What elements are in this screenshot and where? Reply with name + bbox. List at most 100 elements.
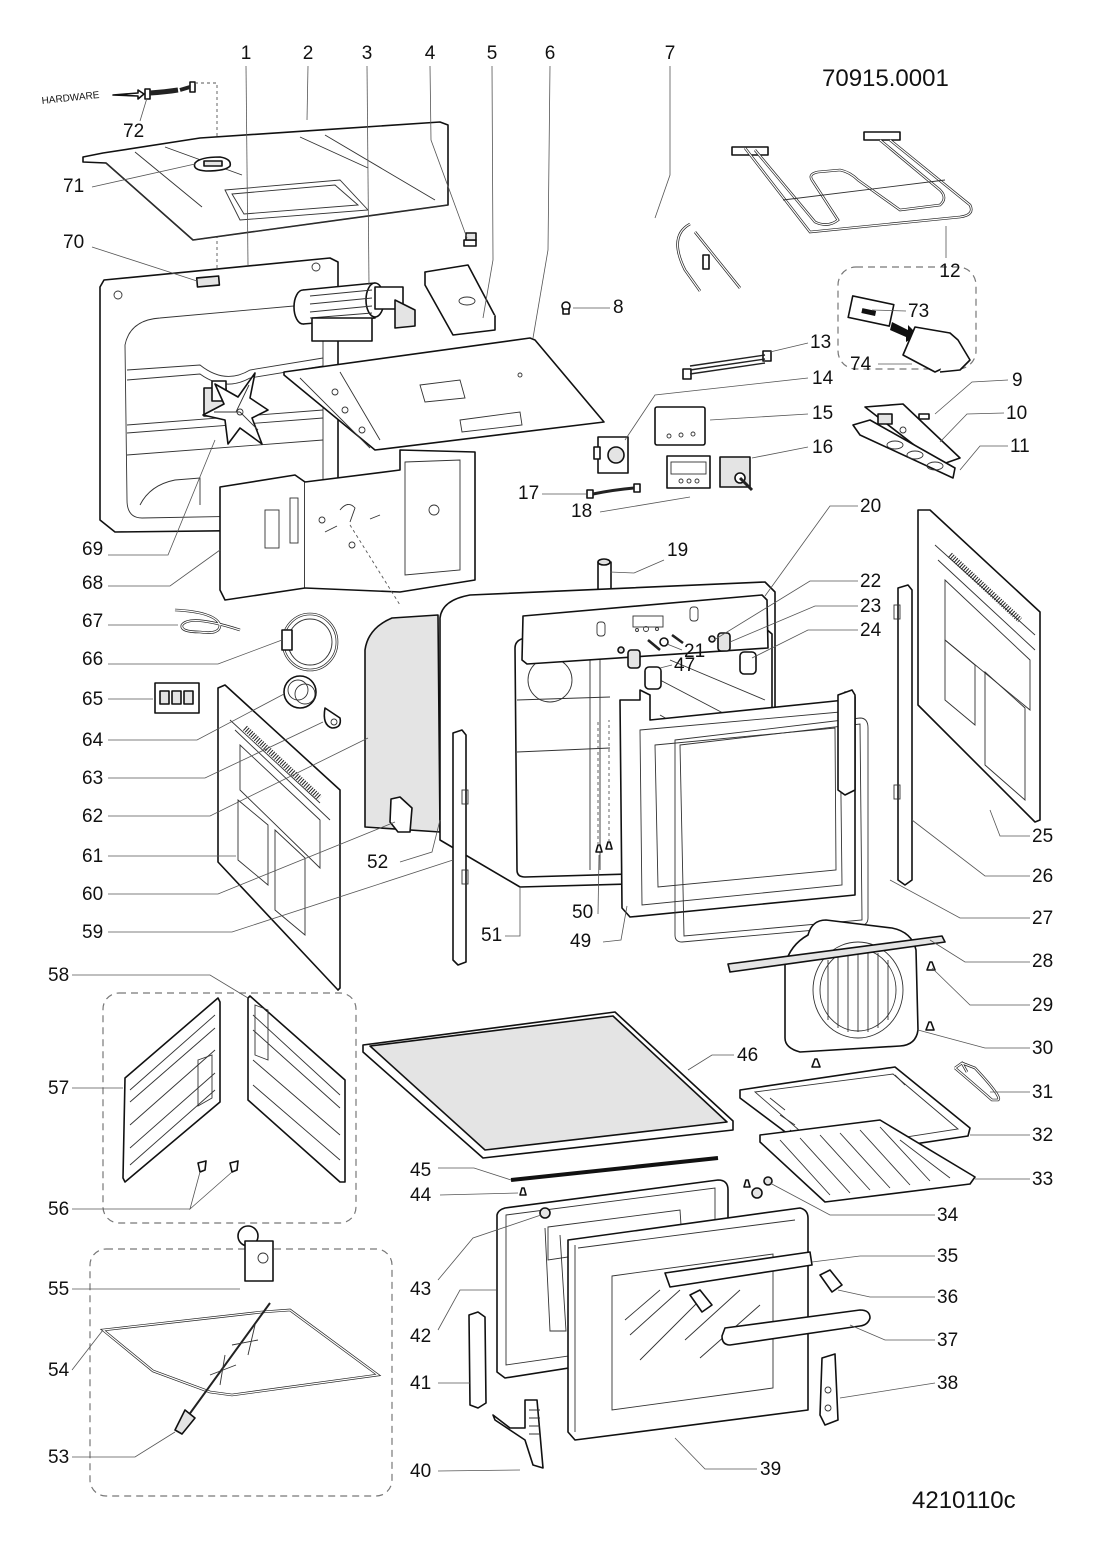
callout-19: 19: [667, 540, 688, 561]
part-49-front-frame: [619, 689, 856, 918]
callout-leader-lines: [71, 65, 1030, 1472]
callout-59: 59: [82, 922, 103, 943]
callout-37: 37: [937, 1330, 958, 1351]
part-33-wire-shelf: [759, 1119, 976, 1203]
part-13-wiring-harness: [682, 350, 772, 380]
leader-line-22: [713, 580, 858, 641]
callout-1: 1: [241, 43, 252, 64]
callout-18: 18: [571, 501, 592, 522]
part-25-right-side-panel: [917, 509, 1041, 823]
leader-line-7: [654, 66, 671, 219]
part-50-screws: [595, 720, 613, 853]
callout-26: 26: [1032, 866, 1053, 887]
callout-41: 41: [410, 1373, 431, 1394]
callout-50: 50: [572, 902, 593, 923]
part-22-spring: [617, 635, 716, 654]
leader-line-63: [108, 721, 324, 779]
callout-55: 55: [48, 1279, 69, 1300]
leader-line-2: [306, 65, 309, 121]
callout-25: 25: [1032, 826, 1053, 847]
part-29-fan-cover-screws: [811, 961, 936, 1068]
part-36-handle-spacer: [689, 1269, 843, 1313]
leader-line-9: [934, 379, 1009, 415]
callout-63: 63: [82, 768, 103, 789]
part-55-rotisserie-motor: [237, 1225, 274, 1282]
leader-line-24: [751, 629, 858, 659]
part-2-top-cover: [82, 121, 449, 241]
part-68-inner-back-bracket: [219, 449, 476, 601]
drawing-code: 4210110c: [912, 1487, 1016, 1514]
callout-42: 42: [410, 1326, 431, 1347]
part-64-lamp-holder: [283, 675, 317, 709]
leader-line-52: [399, 819, 441, 863]
leader-line-58: [72, 974, 249, 999]
leader-line-45: [438, 1167, 512, 1181]
leader-line-1: [245, 65, 249, 266]
callout-24: 24: [860, 620, 882, 641]
part-44-screw: [519, 1179, 751, 1196]
part-54-rotisserie-frame: [99, 1308, 382, 1397]
part-28-right-runner-bracket: [837, 689, 856, 796]
part-16-thermostat: [719, 456, 754, 492]
part-5-fan-duct-cover: [424, 264, 496, 336]
callout-73: 73: [908, 301, 929, 322]
leader-line-43: [437, 1214, 542, 1281]
part-12-grill-heating-element: [731, 131, 973, 234]
part-38-hinge-receiver: [819, 1353, 839, 1426]
part-74-control-module: [902, 326, 971, 373]
leader-line-53: [72, 1431, 176, 1458]
callout-8: 8: [613, 297, 624, 318]
leader-line-11: [959, 445, 1008, 471]
leader-line-14: [624, 377, 809, 441]
callout-39: 39: [760, 1459, 781, 1480]
callout-71: 71: [63, 176, 84, 197]
part-62-left-side-panel: [217, 684, 341, 991]
kit-box-catalytic-panels: [102, 992, 357, 1224]
leader-line-4: [429, 65, 468, 239]
part-11-board-support: [852, 419, 956, 479]
callout-44: 44: [410, 1185, 432, 1206]
callout-32: 32: [1032, 1125, 1053, 1146]
leader-line-36: [837, 1289, 935, 1298]
callout-7: 7: [665, 43, 676, 64]
callout-54: 54: [48, 1360, 70, 1381]
callout-70: 70: [63, 232, 84, 253]
callout-65: 65: [82, 689, 103, 710]
leader-line-16: [751, 446, 809, 459]
leader-line-70: [91, 246, 198, 282]
callout-21: 21: [684, 641, 705, 662]
part-69-fan-and-motor: [202, 372, 269, 445]
callout-35: 35: [937, 1246, 958, 1267]
leader-line-18: [599, 496, 691, 513]
callout-69: 69: [82, 539, 103, 560]
part-37-door-handle: [721, 1309, 871, 1346]
part-8-lamp-nut: [561, 301, 571, 315]
callout-60: 60: [82, 884, 103, 905]
callout-38: 38: [937, 1373, 958, 1394]
hardware-note: HARDWARE: [41, 90, 100, 107]
callout-30: 30: [1032, 1038, 1053, 1059]
part-14-function-switch: [593, 436, 629, 474]
leader-line-62: [108, 737, 369, 817]
part-21-knob-spindle: [647, 633, 684, 651]
part-6-upper-plate: [283, 337, 605, 451]
callout-57: 57: [48, 1078, 69, 1099]
callout-40: 40: [410, 1461, 431, 1482]
assembly-guide-line: [349, 524, 401, 606]
leader-line-28: [929, 939, 1030, 963]
callout-67: 67: [82, 611, 103, 632]
part-73-board-label: [847, 295, 895, 327]
part-45-door-seal-strip: [510, 1156, 719, 1182]
leader-line-13: [769, 342, 809, 353]
leader-line-60: [108, 821, 396, 895]
part-58-catalytic-panel-right: [247, 995, 346, 1183]
leader-line-30: [917, 1029, 1030, 1049]
callout-3: 3: [362, 43, 373, 64]
leader-line-20: [764, 505, 858, 597]
part-43-door-bumpers: [539, 1187, 763, 1219]
callout-36: 36: [937, 1287, 958, 1308]
model-code: 70915.0001: [822, 65, 949, 92]
callout-62: 62: [82, 806, 103, 827]
part-60-lamp-cover-bracket: [389, 796, 413, 833]
